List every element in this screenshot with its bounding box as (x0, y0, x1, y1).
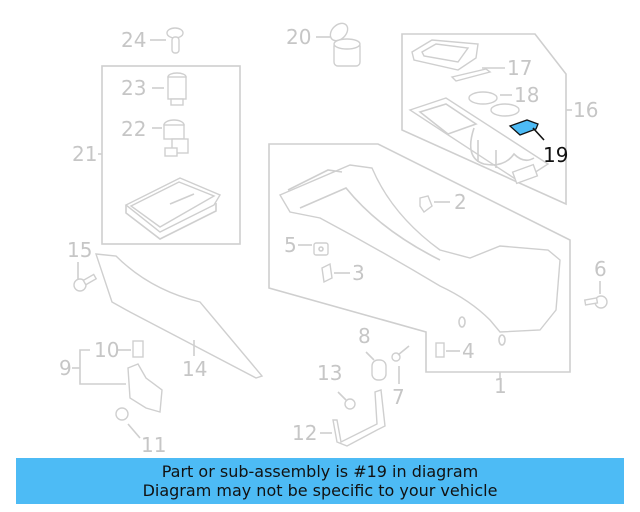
part-15-screw[interactable] (73, 273, 98, 292)
callout-23[interactable]: 23 (121, 76, 146, 100)
part-22-socket[interactable] (163, 119, 189, 157)
part-6-screw[interactable] (583, 295, 608, 309)
part-18-cup-rings[interactable] (468, 91, 520, 117)
part-7-bolt[interactable] (391, 345, 410, 362)
info-banner: Part or sub-assembly is #19 in diagram D… (16, 458, 624, 504)
banner-line-disclaimer: Diagram may not be specific to your vehi… (142, 481, 498, 500)
banner-line-part: Part or sub-assembly is #19 in diagram (161, 462, 479, 481)
part-11-nut[interactable] (115, 407, 129, 421)
callout-16[interactable]: 16 (573, 98, 598, 122)
part-16-console-top[interactable] (408, 97, 550, 185)
callout-21[interactable]: 21 (72, 142, 97, 166)
part-10-clip[interactable] (132, 340, 144, 358)
callout-5[interactable]: 5 (284, 233, 297, 257)
subassembly-box-16 (401, 33, 567, 206)
callout-18[interactable]: 18 (514, 83, 539, 107)
part-3-clip[interactable] (321, 262, 333, 284)
callout-7[interactable]: 7 (392, 385, 405, 409)
callout-6[interactable]: 6 (594, 257, 607, 281)
callout-20[interactable]: 20 (286, 25, 311, 49)
part-24-pin[interactable] (166, 27, 184, 54)
part-19-highlighted[interactable] (508, 119, 539, 136)
callout-9[interactable]: 9 (59, 356, 72, 380)
callout-15[interactable]: 15 (67, 238, 92, 262)
subassembly-box-21 (101, 65, 241, 245)
part-2-clip[interactable] (419, 195, 433, 214)
callout-24[interactable]: 24 (121, 28, 146, 52)
callout-1[interactable]: 1 (494, 374, 507, 398)
part-13-nut[interactable] (344, 398, 356, 410)
part-17-bezel[interactable] (411, 39, 492, 82)
part-1-console-body[interactable] (278, 164, 561, 346)
callout-17[interactable]: 17 (507, 56, 532, 80)
leader-lines (72, 36, 601, 439)
callout-2[interactable]: 2 (454, 190, 467, 214)
subassembly-box-1 (268, 143, 571, 373)
callout-8[interactable]: 8 (358, 324, 371, 348)
callout-22[interactable]: 22 (121, 117, 146, 141)
part-21-tray[interactable] (124, 177, 222, 240)
callout-11[interactable]: 11 (141, 433, 166, 457)
callout-10[interactable]: 10 (94, 338, 119, 362)
part-9-bracket[interactable] (127, 363, 163, 413)
callout-12[interactable]: 12 (292, 421, 317, 445)
callout-4[interactable]: 4 (462, 339, 475, 363)
part-12-bracket[interactable] (332, 389, 386, 447)
callout-13[interactable]: 13 (317, 361, 342, 385)
callout-14[interactable]: 14 (182, 357, 207, 381)
part-14-side-panel[interactable] (94, 253, 264, 379)
callout-19[interactable]: 19 (543, 143, 568, 167)
part-8-cap[interactable] (371, 359, 387, 381)
part-23-sleeve[interactable] (167, 72, 187, 106)
callout-3[interactable]: 3 (352, 261, 365, 285)
part-20-cup[interactable] (327, 20, 361, 67)
part-4-clip[interactable] (435, 342, 445, 358)
part-5-nut[interactable] (313, 242, 329, 256)
